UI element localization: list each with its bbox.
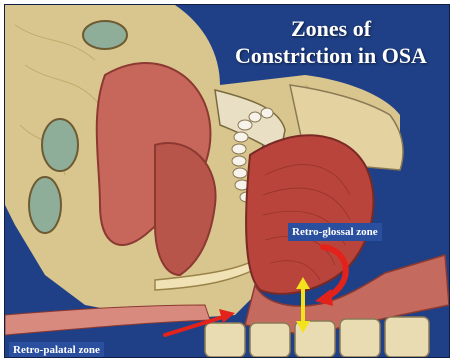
title-line-2: Constriction in OSA: [221, 42, 441, 69]
sinus-cavity: [29, 177, 61, 233]
figure-frame: Zones of Constriction in OSA Retro-gloss…: [4, 4, 450, 358]
retro-glossal-zone-label: Retro-glossal zone: [288, 223, 382, 241]
cervical-vertebrae: [205, 317, 429, 357]
title-line-1: Zones of: [221, 15, 441, 42]
retro-palatal-zone-label: Retro-palatal zone: [9, 342, 104, 358]
sinus-cavity: [42, 119, 78, 171]
figure-title: Zones of Constriction in OSA: [221, 15, 441, 69]
sinus-cavity: [83, 21, 127, 49]
